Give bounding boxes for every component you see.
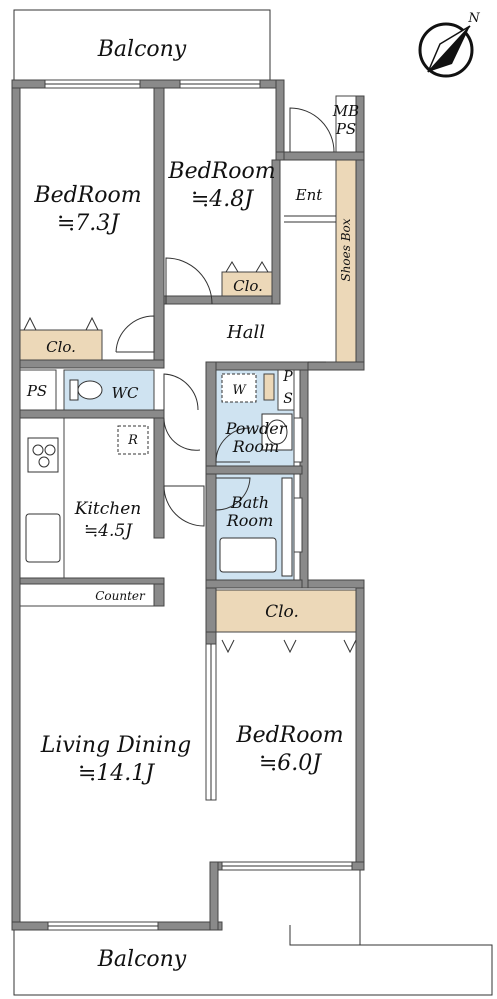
- kitchen-name: Kitchen: [74, 499, 141, 519]
- closet3-label: Clo.: [265, 602, 299, 622]
- balcony-bottom-label: Balcony: [97, 947, 187, 972]
- closet-door-marks: [23, 261, 357, 654]
- ps-left-box: [19, 369, 57, 411]
- bedroom3-size: ≒6.0J: [259, 751, 322, 776]
- wc-label: WC: [112, 384, 139, 402]
- kitchen-size: ≒4.5J: [84, 521, 133, 541]
- balcony-top: [13, 9, 271, 80]
- bedroom1-size: ≒7.3J: [57, 211, 120, 236]
- mbps-box: [335, 95, 357, 153]
- compass-icon: [418, 22, 474, 78]
- balcony-bottom: [13, 865, 493, 996]
- living-dining-name: Living Dining: [40, 733, 192, 758]
- compass-north-label: N: [467, 11, 480, 26]
- balcony-top-label: Balcony: [97, 37, 187, 62]
- bath-room-label-1: Bath: [230, 493, 269, 512]
- bedroom1-name: BedRoom: [33, 183, 141, 208]
- ent-label: Ent: [295, 186, 324, 204]
- closet-bedroom2: [221, 271, 273, 297]
- shoes-box-label: Shoes Box: [339, 218, 353, 281]
- bedroom2-size: ≒4.8J: [191, 187, 254, 212]
- kitchen-counter: [19, 417, 65, 579]
- bedroom3-name: BedRoom: [235, 723, 343, 748]
- interior-walls: [19, 87, 309, 645]
- bedroom2-name: BedRoom: [167, 159, 275, 184]
- powder-room-label-1: Powder: [225, 419, 288, 438]
- bath-room-label-2: Room: [226, 511, 273, 530]
- hall-label: Hall: [226, 322, 265, 343]
- ps-left-label: PS: [26, 382, 47, 400]
- closet-bedroom1: [19, 329, 103, 361]
- living-dining-size: ≒14.1J: [78, 761, 155, 786]
- closet1-label: Clo.: [46, 338, 76, 356]
- powder-room-label-2: Room: [232, 437, 279, 456]
- doors: [115, 107, 336, 527]
- ps-right-label-1: P: [282, 369, 293, 385]
- counter-box: [19, 583, 155, 607]
- shoes-box: [335, 159, 357, 363]
- mbps-label-1: MB: [332, 102, 359, 120]
- washer-label: W: [232, 383, 247, 398]
- windows: [44, 79, 353, 931]
- closet2-label: Clo.: [233, 277, 263, 295]
- bathtub-icon: [219, 537, 277, 573]
- closet-bedroom3: [215, 589, 357, 633]
- toilet-icon: [77, 380, 103, 400]
- mbps-label-2: PS: [335, 120, 356, 138]
- fridge-label: R: [127, 433, 138, 448]
- fridge-space-icon: [117, 425, 149, 455]
- washer-icon: [221, 373, 257, 403]
- counter-label: Counter: [95, 589, 146, 603]
- ps-right-label-2: S: [283, 391, 293, 407]
